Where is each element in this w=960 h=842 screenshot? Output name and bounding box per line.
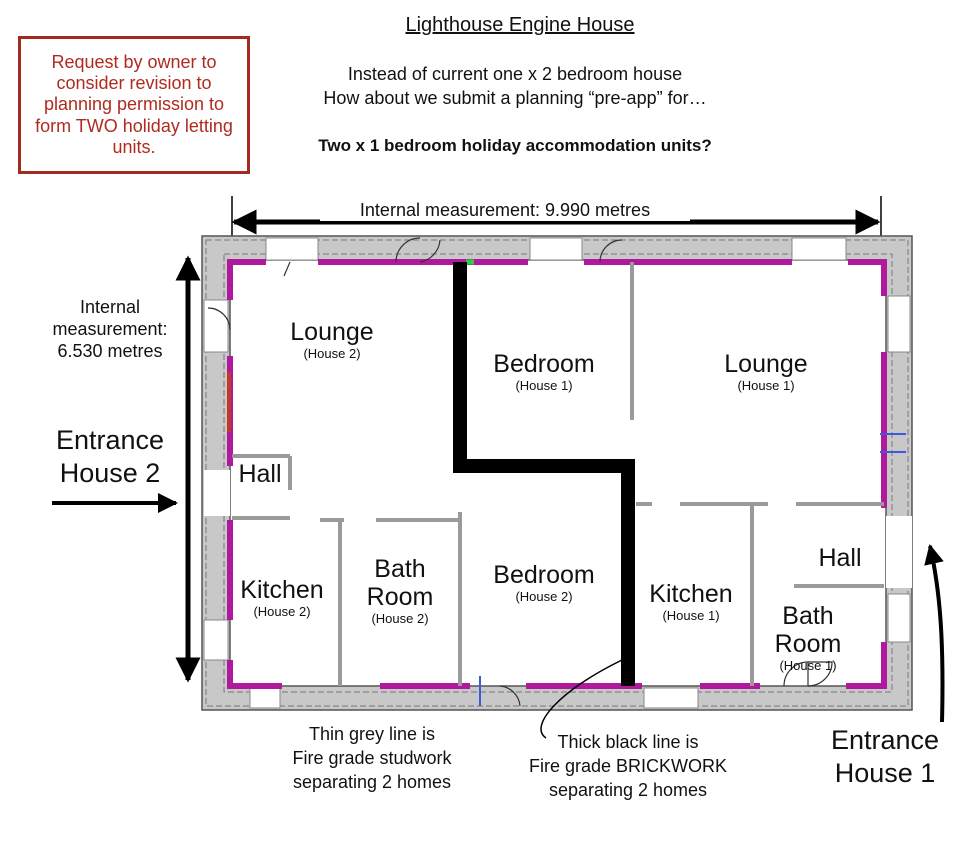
studwork-note-line-3: separating 2 homes [292, 772, 452, 792]
brickwork-legend-note: Thick black line is Fire grade BRICKWORK… [506, 730, 750, 802]
room-hall-house1: Hall [818, 544, 862, 572]
room-name: Kitchen [240, 576, 324, 604]
blue-markers [479, 433, 906, 706]
entrance-house2-line-1: Entrance [55, 425, 165, 455]
brickwork-note-line-3: separating 2 homes [548, 780, 708, 800]
brickwork-note-line-1: Thick black line is [557, 732, 699, 752]
horizontal-measure-label: Internal measurement: 9.990 metres [320, 199, 690, 221]
entrance-house1-line-1: Entrance [830, 725, 940, 755]
room-name: Bedroom [493, 561, 595, 589]
entrance-arrow-house1 [924, 544, 945, 723]
entrance-house1-label: Entrance House 1 [810, 724, 960, 790]
intro-question: Two x 1 bedroom holiday accommodation un… [318, 136, 712, 155]
brickwork-leader-line [540, 659, 623, 739]
room-house: (House 1) [737, 378, 795, 393]
room-name-line-2: Room [774, 630, 842, 658]
entrance-house2-line-2: House 2 [59, 458, 161, 488]
room-house: (House 2) [303, 346, 361, 361]
room-name-line-2: Room [366, 583, 434, 611]
room-house: (House 2) [515, 589, 573, 604]
brickwork-party-wall [453, 262, 635, 686]
room-lounge-house1: Lounge (House 1) [696, 350, 836, 393]
entrance-house2-label: Entrance House 2 [30, 424, 190, 490]
room-bathroom-house1: Bath Room (House 1) [760, 602, 856, 673]
room-bedroom-house1: Bedroom (House 1) [474, 350, 614, 393]
page-title: Lighthouse Engine House [405, 14, 635, 36]
entrance-house1-line-2: House 1 [834, 758, 936, 788]
entrance-gap-house1 [886, 516, 912, 588]
room-hall-house2: Hall [238, 460, 282, 488]
room-kitchen-house2: Kitchen (House 2) [232, 576, 332, 619]
vertical-measure-line-3: 6.530 metres [57, 341, 163, 361]
windows [203, 237, 911, 709]
studwork-partitions [232, 262, 884, 686]
vertical-measure-label: Internal measurement: 6.530 metres [40, 296, 180, 362]
vertical-measure-line-2: measurement: [52, 319, 168, 339]
brickwork-note-line-2: Fire grade BRICKWORK [528, 756, 728, 776]
intro-line-1: Instead of current one x 2 bedroom house [347, 64, 683, 84]
room-house: (House 1) [779, 658, 837, 673]
wall-hatching [205, 239, 909, 707]
room-house: (House 2) [253, 604, 311, 619]
room-house: (House 1) [662, 608, 720, 623]
studwork-note-line-1: Thin grey line is [308, 724, 436, 744]
room-name: Kitchen [649, 580, 733, 608]
intro-text: Instead of current one x 2 bedroom house… [270, 62, 760, 110]
studwork-legend-note: Thin grey line is Fire grade studwork se… [262, 722, 482, 794]
room-kitchen-house1: Kitchen (House 1) [638, 580, 744, 623]
studwork-note-line-2: Fire grade studwork [292, 748, 452, 768]
room-name-line-1: Bath [374, 555, 426, 583]
room-house: (House 1) [515, 378, 573, 393]
wall-hatching-inner [223, 253, 893, 693]
room-house: (House 2) [371, 611, 429, 626]
room-name: Lounge [290, 318, 374, 346]
room-name: Bedroom [493, 350, 595, 378]
door-swings [207, 237, 833, 707]
intro-line-2: How about we submit a planning “pre-app”… [323, 88, 707, 108]
vertical-measure-line-1: Internal [79, 297, 141, 317]
room-bedroom-house2: Bedroom (House 2) [474, 561, 614, 604]
room-bathroom-house2: Bath Room (House 2) [346, 555, 454, 626]
room-lounge-house2: Lounge (House 2) [262, 318, 402, 361]
request-note-box: Request by owner to consider revision to… [18, 36, 250, 174]
room-name-line-1: Bath [782, 602, 834, 630]
room-name: Lounge [724, 350, 808, 378]
entrance-gap-house2 [204, 470, 230, 516]
